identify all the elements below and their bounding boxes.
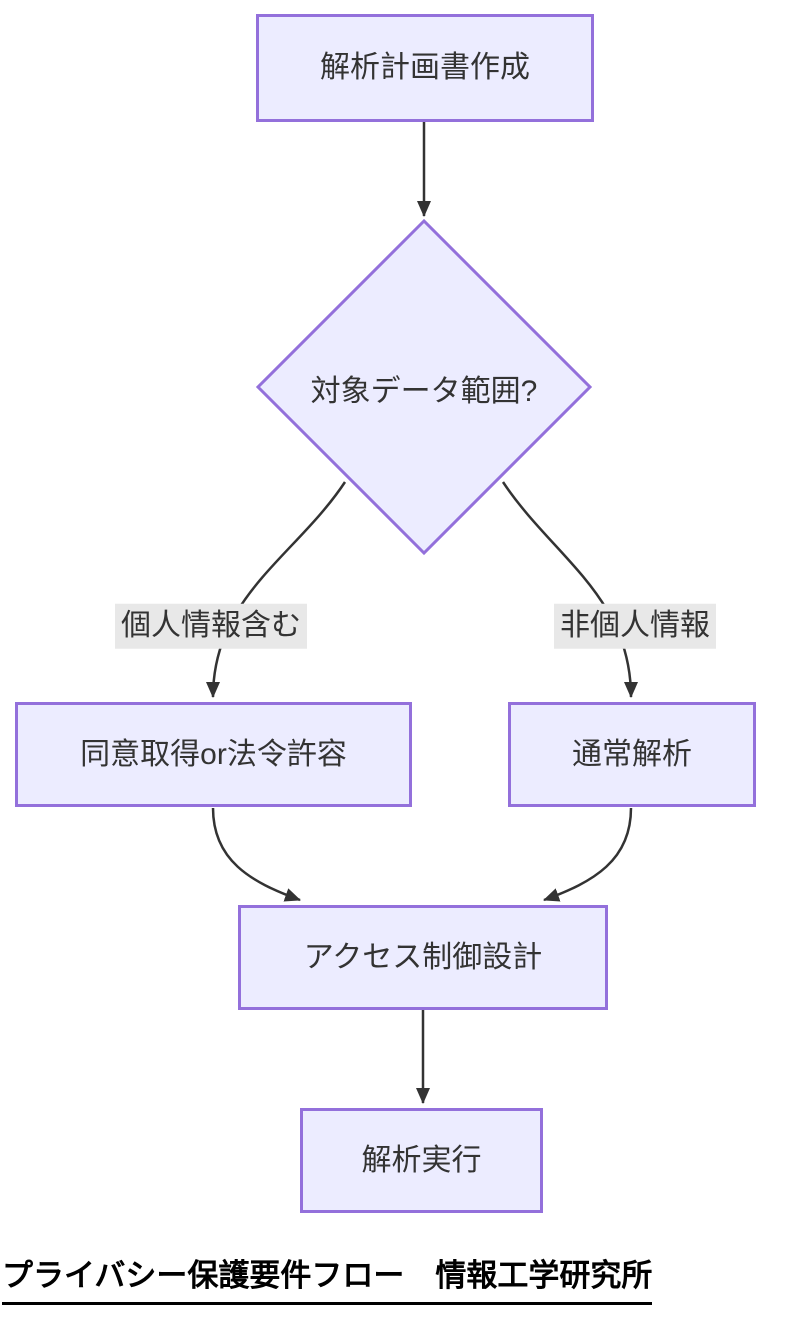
flow-node-execute: 解析実行	[300, 1108, 543, 1213]
flow-node-access: アクセス制御設計	[238, 905, 608, 1010]
edge-consent-to-access	[211, 807, 301, 902]
edge-label-personal: 個人情報含む	[115, 603, 307, 649]
diagram-caption-text: プライバシー保護要件フロー 情報工学研究所	[2, 1250, 653, 1305]
flow-node-plan-label: 解析計画書作成	[320, 51, 530, 84]
diagram-caption: プライバシー保護要件フロー 情報工学研究所	[2, 1250, 653, 1305]
flow-node-execute-label: 解析実行	[361, 1143, 482, 1177]
edge-label-non-personal: 非個人情報	[554, 603, 716, 649]
flow-node-consent-label: 同意取得or法令許容	[80, 737, 347, 771]
flow-node-consent: 同意取得or法令許容	[15, 702, 412, 807]
edge-normal-to-access	[543, 807, 633, 902]
flow-node-normal: 通常解析	[508, 702, 756, 807]
flow-node-normal-label: 通常解析	[572, 737, 692, 771]
flow-node-decision-label: 対象データ範囲?	[310, 375, 538, 408]
flow-node-decision	[255, 218, 593, 556]
edge-decision-to-consent	[206, 481, 347, 698]
flow-node-plan: 解析計画書作成	[256, 14, 594, 122]
flow-node-access-label: アクセス制御設計	[303, 940, 543, 974]
edge-decision-to-normal	[501, 481, 638, 698]
